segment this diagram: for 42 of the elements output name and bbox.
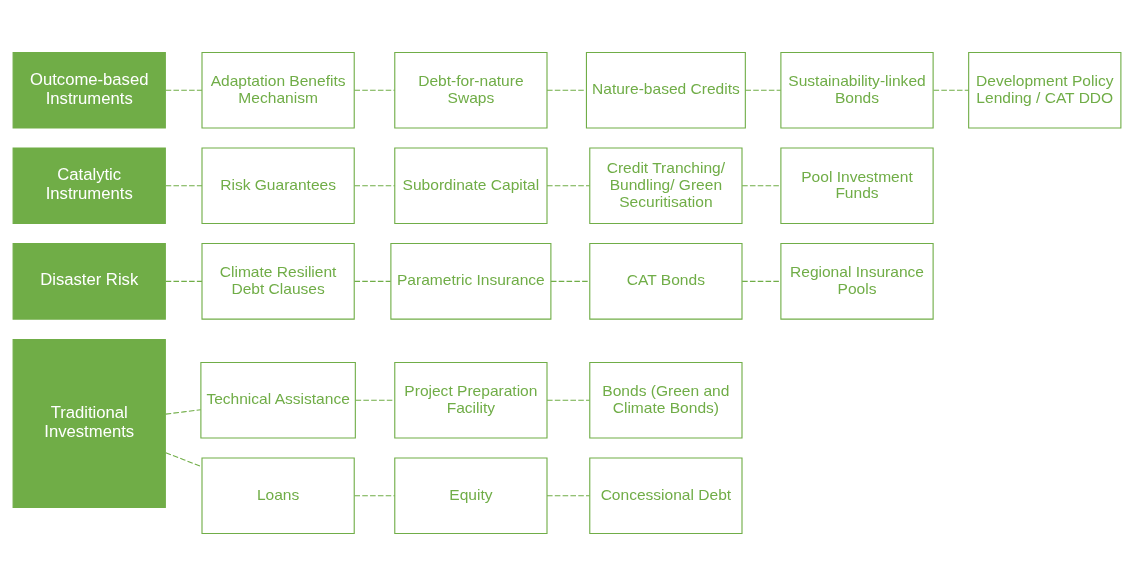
node-box: Bonds (Green and Climate Bonds) — [589, 361, 743, 439]
node-box: Subordinate Capital — [394, 146, 548, 224]
connector — [546, 494, 591, 496]
node-box: Adaptation Benefits Mechanism — [201, 51, 355, 129]
connector — [353, 184, 396, 186]
connector — [165, 280, 203, 282]
node-box: Credit Tranching/ Bundling/ Green Securitisation — [589, 146, 743, 224]
connector — [353, 89, 396, 91]
node-box: CAT Bonds — [589, 242, 743, 320]
connector — [353, 494, 396, 496]
node-box: Disaster Risk — [12, 242, 166, 320]
node-box: Sustainability-linked Bonds — [780, 51, 934, 129]
connector — [165, 408, 202, 415]
node-box: Parametric Insurance — [390, 242, 552, 320]
node-box: Risk Guarantees — [201, 146, 355, 224]
connector — [933, 89, 970, 91]
node-box: Pool Investment Funds — [780, 146, 934, 224]
connector — [546, 89, 587, 91]
node-box: Debt-for-nature Swaps — [394, 51, 548, 129]
connector — [546, 184, 591, 186]
node-box: Regional Insurance Pools — [780, 242, 934, 320]
connector — [165, 184, 203, 186]
node-box: Traditional Investments — [12, 338, 166, 508]
node-box: Development Policy Lending / CAT DDO — [968, 51, 1122, 129]
connector — [546, 399, 591, 401]
node-box: Loans — [201, 456, 355, 534]
connector — [353, 280, 392, 282]
node-box: Technical Assistance — [200, 361, 356, 439]
node-box: Outcome-based Instruments — [12, 51, 166, 129]
connector — [165, 451, 203, 467]
node-box: Nature-based Credits — [585, 51, 746, 129]
node-box: Catalytic Instruments — [12, 146, 166, 224]
connector — [741, 184, 782, 186]
node-box: Equity — [394, 456, 548, 534]
node-box: Climate Resilient Debt Clauses — [201, 242, 355, 320]
node-box: Concessional Debt — [589, 456, 743, 534]
connector — [744, 89, 782, 91]
connector — [355, 399, 396, 401]
connector — [550, 280, 591, 282]
node-box: Project Preparation Facility — [394, 361, 548, 439]
connector — [741, 280, 782, 282]
connector — [165, 89, 203, 91]
